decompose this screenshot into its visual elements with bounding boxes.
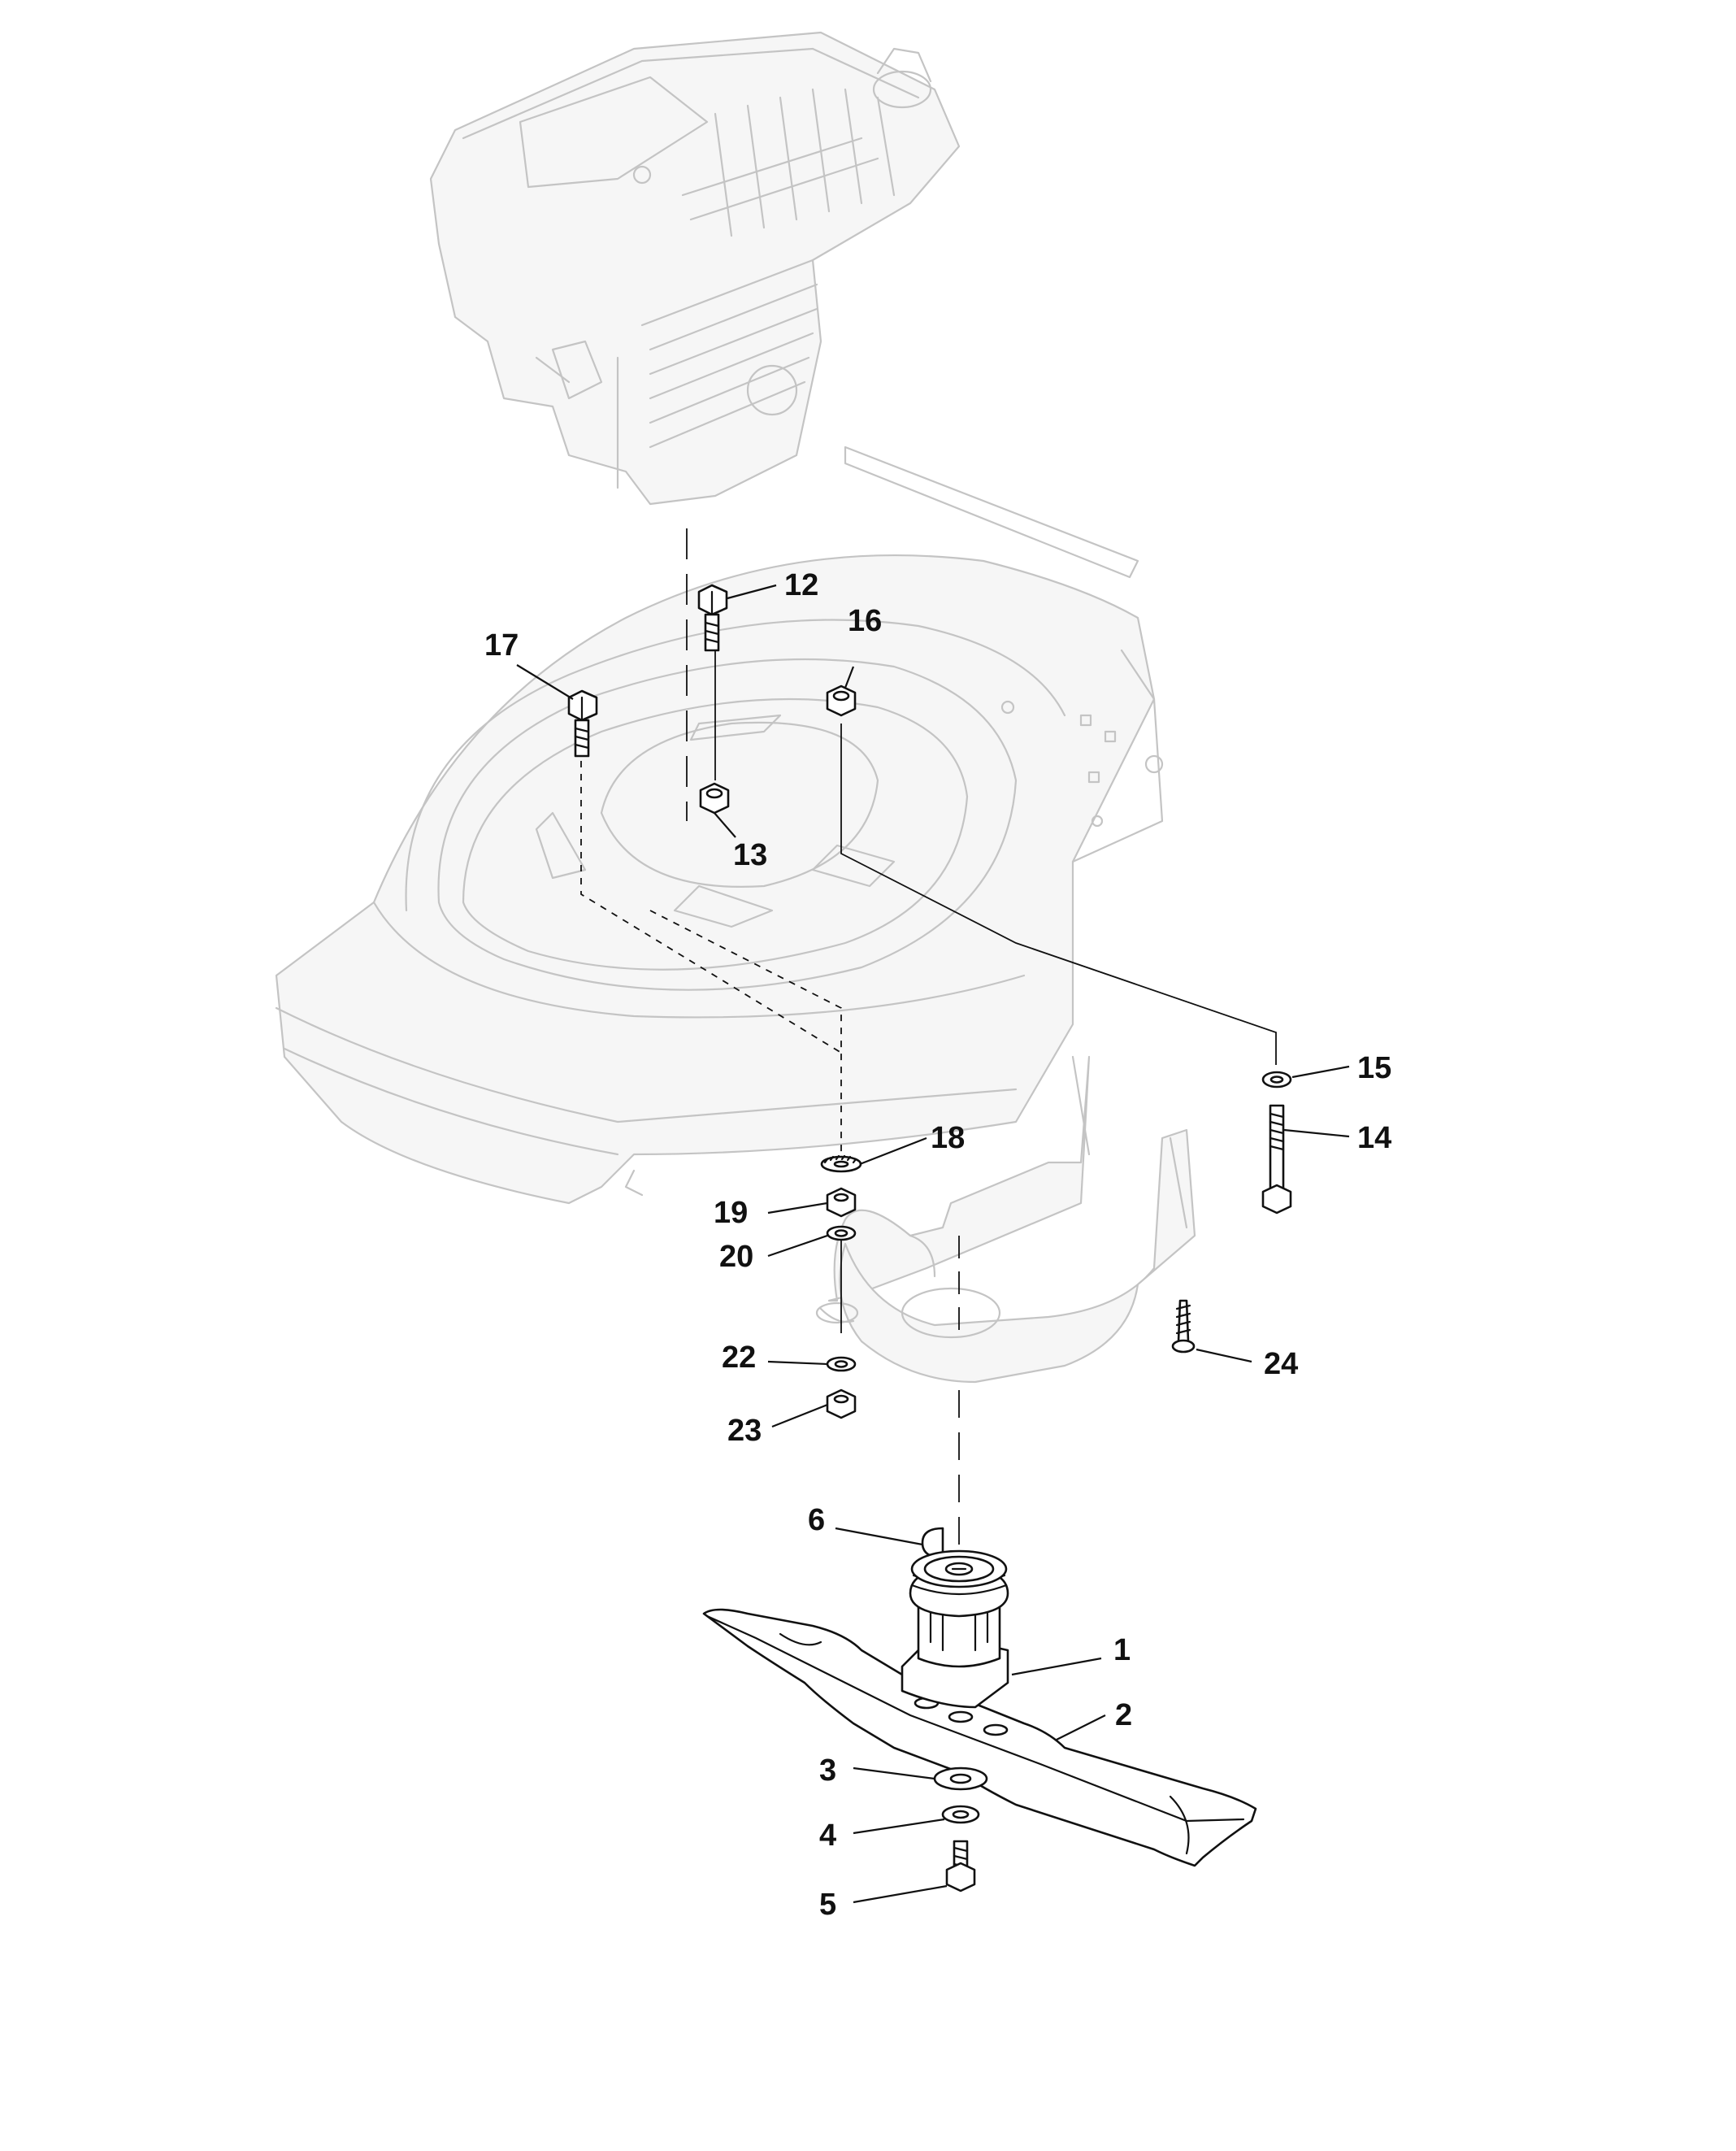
leader-17: [516, 664, 574, 700]
leader-lines: [516, 584, 1350, 1904]
callout-6: 6: [808, 1503, 825, 1537]
blade-part-2: [702, 1608, 1257, 1867]
leader-20: [767, 1234, 828, 1258]
nut-part-23: [826, 1388, 857, 1419]
engine-ghost: [429, 31, 961, 506]
leader-15: [1291, 1065, 1350, 1079]
washer-part-4: [941, 1805, 980, 1824]
leader-22: [767, 1360, 828, 1366]
leader-18: [859, 1136, 927, 1166]
leader-5: [853, 1884, 948, 1904]
callout-24: 24: [1264, 1347, 1298, 1381]
mower-deck-ghost: [275, 445, 1164, 1205]
callout-1: 1: [1113, 1633, 1131, 1667]
washer-part-20: [826, 1225, 857, 1241]
nut-part-19: [826, 1187, 857, 1218]
callout-19: 19: [714, 1196, 748, 1230]
callout-17: 17: [484, 628, 519, 663]
nut-part-13: [699, 782, 730, 815]
washer-part-15: [1261, 1071, 1292, 1089]
washer-part-18: [820, 1154, 862, 1173]
leader-23: [771, 1403, 828, 1428]
washer-part-3: [933, 1766, 988, 1791]
blade-adapter-part-1: [901, 1549, 1009, 1709]
leader-13: [714, 812, 736, 838]
callout-labels: 1 2 3 4 5 6 12 13 14 15 16 17 18 19 20 2…: [484, 568, 1391, 1922]
callout-18: 18: [931, 1121, 965, 1155]
bolt-part-14: [1261, 1104, 1292, 1215]
callout-2: 2: [1115, 1698, 1132, 1732]
leader-6: [835, 1527, 923, 1546]
callout-23: 23: [727, 1414, 762, 1448]
leader-24: [1196, 1348, 1252, 1363]
callout-4: 4: [819, 1819, 836, 1853]
callout-3: 3: [819, 1753, 836, 1788]
bolt-part-5: [945, 1840, 976, 1892]
callout-12: 12: [784, 568, 818, 602]
bolt-part-12: [697, 584, 728, 652]
leader-4: [853, 1818, 945, 1835]
leader-3: [853, 1766, 935, 1780]
leader-19: [767, 1202, 828, 1215]
washer-part-22: [826, 1356, 857, 1372]
leader-1: [1011, 1657, 1102, 1676]
callout-20: 20: [719, 1240, 753, 1274]
assembly-lines: [580, 528, 1277, 1569]
callout-5: 5: [819, 1888, 836, 1922]
bolt-part-17: [567, 689, 598, 758]
callout-15: 15: [1357, 1051, 1391, 1085]
leader-12: [727, 584, 777, 600]
screw-part-24: [1171, 1299, 1196, 1354]
callout-16: 16: [848, 604, 882, 638]
callout-22: 22: [722, 1341, 756, 1375]
leader-14: [1283, 1128, 1350, 1138]
callout-14: 14: [1357, 1121, 1391, 1155]
leader-16: [844, 666, 855, 689]
callout-13: 13: [733, 838, 767, 872]
mulch-plug-ghost: [815, 1055, 1196, 1384]
leader-2: [1056, 1714, 1106, 1740]
nut-part-16: [826, 684, 857, 717]
